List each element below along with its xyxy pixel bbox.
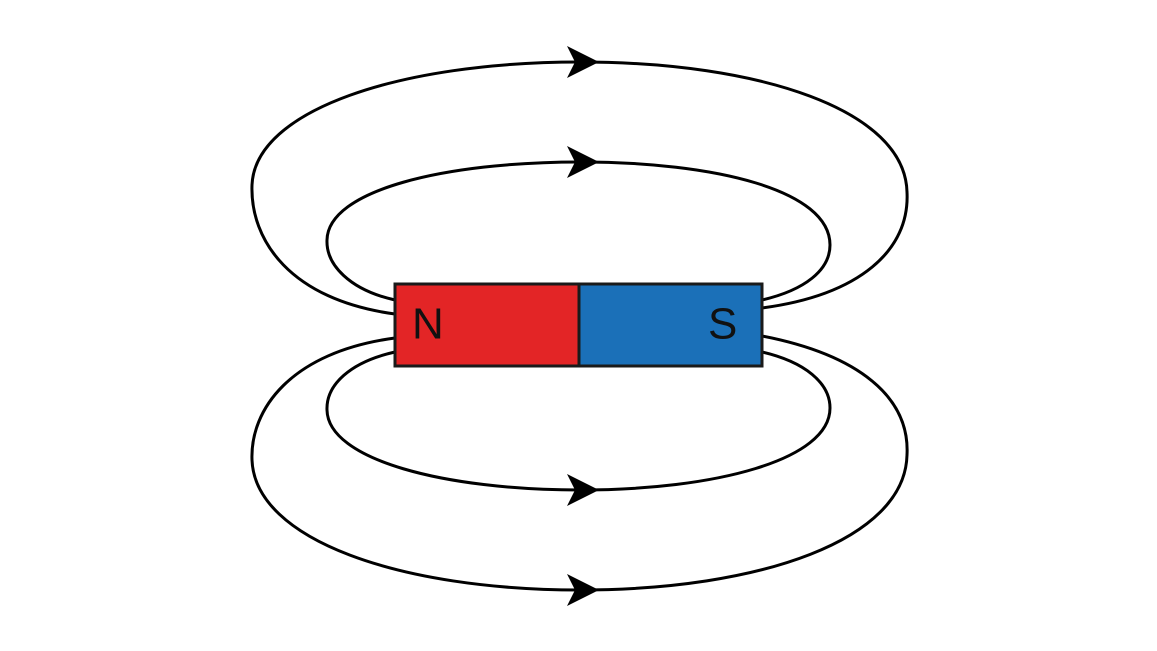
north-pole-label: N [412,300,444,349]
field-line-inner-top [325,160,832,302]
arrowhead-inner-bottom [567,474,599,506]
field-line-outer-top [250,60,909,316]
south-pole [577,282,764,368]
field-line-outer-bottom [250,334,909,592]
arrowhead-outer-top [567,46,599,78]
arrowhead-outer-bottom [567,574,599,606]
south-pole-label: S [708,300,737,349]
north-pole [393,282,581,368]
bar-magnet: N S [393,282,764,368]
arrowhead-inner-top [567,146,599,178]
field-line-inner-bottom [325,350,832,492]
